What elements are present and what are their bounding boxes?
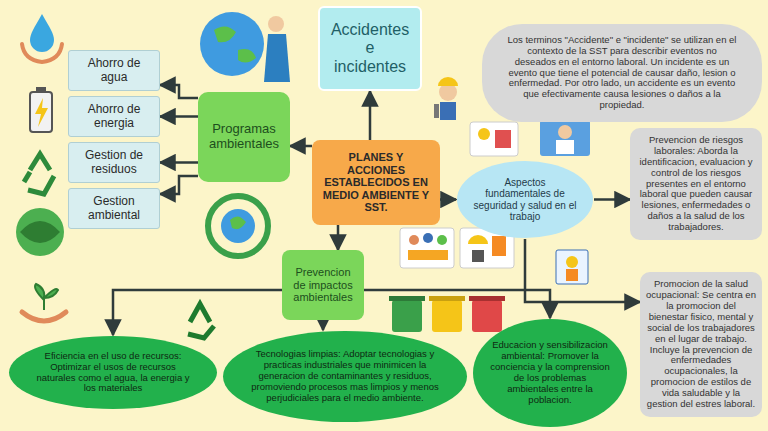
ellipse-fill bbox=[9, 336, 217, 409]
node-text: Gestion de residuos bbox=[74, 149, 154, 177]
ellipse-fill bbox=[223, 331, 467, 422]
ellipse-fill bbox=[473, 319, 627, 427]
connector-arrow bbox=[160, 115, 198, 118]
text-wrap: Tecnologias limpias: Adoptar tecnologias… bbox=[249, 349, 441, 404]
topic-box: Prevencion de impactos ambientales bbox=[282, 250, 364, 320]
node-text: PLANES Y ACCIONES ESTABLECIDOS EN MEDIO … bbox=[322, 151, 430, 214]
text-wrap: Eficiencia en el uso de recursos: Optimi… bbox=[31, 351, 195, 395]
node-text: Accidentes e incidentes bbox=[331, 21, 409, 76]
item-box: Gestion de residuos bbox=[68, 142, 160, 183]
node-text: Ahorro de energia bbox=[74, 103, 154, 131]
item-box: Ahorro de agua bbox=[68, 50, 160, 91]
node-text: Educacion y sensibilizacion ambiental: P… bbox=[489, 340, 611, 406]
sprout-icon bbox=[22, 284, 66, 321]
node-text: Promocion de la salud ocupacional: Se ce… bbox=[646, 279, 756, 410]
recycle-bins bbox=[389, 296, 505, 332]
leaf-icon bbox=[16, 208, 64, 256]
description-pill: Los terminos "Accidente" e "incidente" s… bbox=[482, 24, 762, 122]
team-illustrations bbox=[400, 228, 588, 284]
connector-arrow bbox=[290, 145, 312, 148]
connector-arrow bbox=[160, 176, 198, 194]
earth-illustration bbox=[200, 12, 290, 82]
connector-arrow bbox=[440, 198, 456, 201]
node-text: Tecnologias limpias: Adoptar tecnologias… bbox=[249, 349, 441, 404]
text-wrap: Ahorro de agua bbox=[74, 57, 154, 85]
node-text: Programas ambientales bbox=[206, 122, 282, 152]
connector-arrow bbox=[160, 85, 198, 98]
energy-icon bbox=[30, 87, 52, 132]
text-wrap: Programas ambientales bbox=[206, 122, 282, 152]
text-wrap: Los terminos "Accidente" e "incidente" s… bbox=[506, 35, 738, 111]
connector-arrow bbox=[369, 91, 372, 140]
text-wrap: Accidentes e incidentes bbox=[331, 21, 409, 76]
topic-ellipse: Aspectos fundamentales de seguridad y sa… bbox=[456, 160, 594, 239]
central-box: PLANES Y ACCIONES ESTABLECIDOS EN MEDIO … bbox=[312, 140, 440, 225]
node-text: Eficiencia en el uso de recursos: Optimi… bbox=[31, 351, 195, 395]
worker-illustration bbox=[434, 77, 458, 120]
connector-arrow bbox=[337, 225, 340, 250]
text-wrap: Prevencion de riesgos laborales: Aborda … bbox=[636, 135, 756, 233]
description-ellipse: Tecnologias limpias: Adoptar tecnologias… bbox=[222, 330, 468, 423]
text-wrap: Promocion de la salud ocupacional: Se ce… bbox=[646, 279, 756, 410]
node-text: Gestion ambiental bbox=[74, 195, 154, 223]
connector-arrow bbox=[160, 161, 198, 164]
recycle-icon bbox=[24, 154, 54, 194]
topic-box: Programas ambientales bbox=[198, 92, 290, 182]
water-icon bbox=[22, 14, 62, 62]
description-box: Prevencion de riesgos laborales: Aborda … bbox=[630, 128, 762, 240]
recycle-symbol bbox=[188, 304, 214, 338]
node-text: Prevencion de riesgos laborales: Aborda … bbox=[636, 135, 756, 233]
topic-box: Accidentes e incidentes bbox=[318, 6, 422, 91]
description-box: Promocion de la salud ocupacional: Se ce… bbox=[640, 272, 762, 417]
text-wrap: PLANES Y ACCIONES ESTABLECIDOS EN MEDIO … bbox=[322, 151, 430, 214]
ellipse-fill bbox=[457, 161, 593, 238]
node-text: Prevencion de impactos ambientales bbox=[288, 266, 358, 304]
connector-arrow bbox=[525, 239, 640, 302]
text-wrap: Prevencion de impactos ambientales bbox=[288, 266, 358, 304]
text-wrap: Gestion ambiental bbox=[74, 195, 154, 223]
node-text: Aspectos fundamentales de seguridad y sa… bbox=[471, 177, 579, 223]
node-text: Los terminos "Accidente" e "incidente" s… bbox=[506, 35, 738, 111]
text-wrap: Ahorro de energia bbox=[74, 103, 154, 131]
description-ellipse: Educacion y sensibilizacion ambiental: P… bbox=[472, 318, 628, 428]
recycle-globe-icon bbox=[208, 196, 268, 256]
connector-arrow bbox=[322, 320, 325, 330]
text-wrap: Gestion de residuos bbox=[74, 149, 154, 177]
text-wrap: Aspectos fundamentales de seguridad y sa… bbox=[471, 177, 579, 223]
description-ellipse: Eficiencia en el uso de recursos: Optimi… bbox=[8, 335, 218, 410]
item-box: Gestion ambiental bbox=[68, 188, 160, 229]
connector-arrow bbox=[364, 290, 550, 318]
connector-arrow bbox=[113, 290, 282, 335]
text-wrap: Educacion y sensibilizacion ambiental: P… bbox=[489, 340, 611, 406]
item-box: Ahorro de energia bbox=[68, 96, 160, 137]
node-text: Ahorro de agua bbox=[74, 57, 154, 85]
safety-illustrations bbox=[470, 120, 590, 156]
connector-arrow bbox=[594, 198, 630, 201]
